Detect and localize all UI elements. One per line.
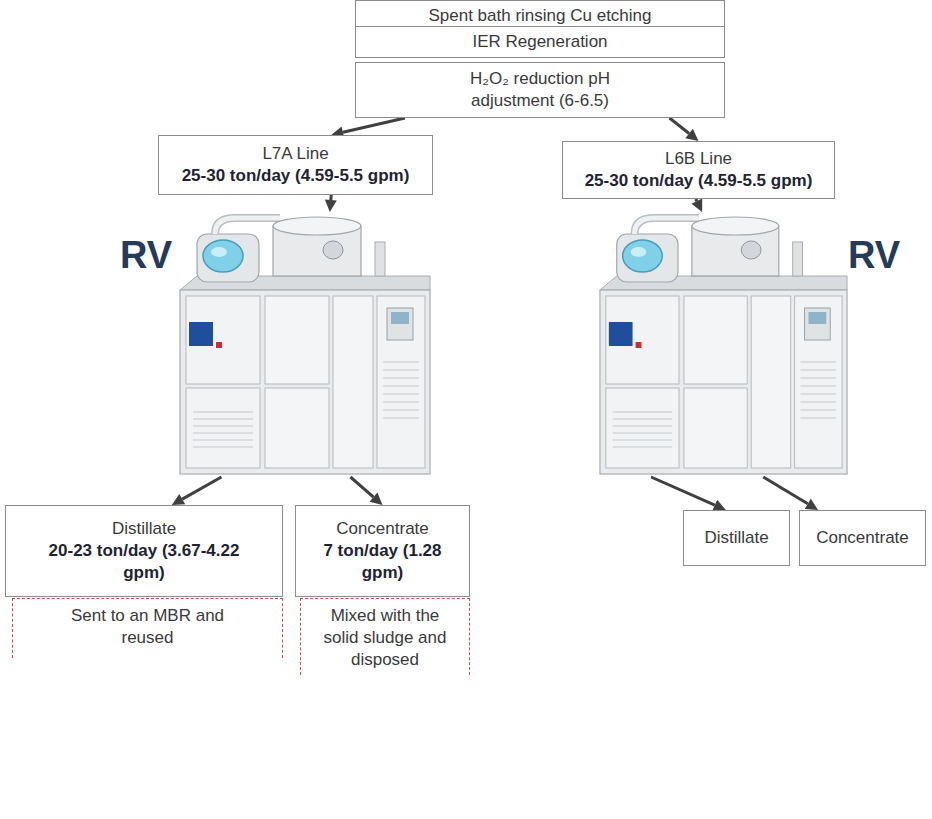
node-text: Sent to an MBR and reused xyxy=(53,605,242,649)
rv-unit: RV xyxy=(595,212,850,477)
node-text: L7A Line xyxy=(262,143,328,165)
node-text: Mixed with the solid sludge and disposed xyxy=(313,605,457,671)
process-box: IER Regeneration xyxy=(355,26,725,58)
flow-arrow xyxy=(325,195,337,212)
line-box: L7A Line25-30 ton/day (4.59-5.5 gpm) xyxy=(158,135,433,195)
note-box: Mixed with the solid sludge and disposed xyxy=(300,598,470,675)
flow-arrow xyxy=(691,199,702,212)
note-box: Sent to an MBR and reused xyxy=(12,598,283,658)
process-box: H₂O₂ reduction pH adjustment (6-6.5) xyxy=(355,62,725,118)
evaporator-illustration xyxy=(175,212,433,477)
node-subtext: 20-23 ton/day (3.67-4.22 gpm) xyxy=(46,540,242,584)
node-subtext: 25-30 ton/day (4.59-5.5 gpm) xyxy=(585,170,813,192)
unit-label: RV xyxy=(120,236,172,274)
line-box: L6B Line25-30 ton/day (4.59-5.5 gpm) xyxy=(562,141,835,199)
node-text: Distillate xyxy=(704,527,768,549)
rv-unit: RV xyxy=(175,212,433,477)
output-box: Distillate20-23 ton/day (3.67-4.22 gpm) xyxy=(5,505,283,597)
node-text: H₂O₂ reduction pH adjustment (6-6.5) xyxy=(446,68,634,112)
evaporator-illustration xyxy=(595,212,850,477)
node-text: Distillate xyxy=(112,518,176,540)
flow-arrow xyxy=(670,118,699,141)
flow-arrow xyxy=(651,477,726,511)
node-text: IER Regeneration xyxy=(472,31,607,53)
node-text: L6B Line xyxy=(665,148,732,170)
node-text: Spent bath rinsing Cu etching xyxy=(428,5,651,27)
output-box: Concentrate xyxy=(799,510,926,566)
node-subtext: 7 ton/day (1.28 gpm) xyxy=(316,540,449,584)
unit-label: RV xyxy=(848,236,900,274)
flow-arrow xyxy=(763,477,818,510)
node-text: Concentrate xyxy=(336,518,429,540)
node-text: Concentrate xyxy=(816,527,909,549)
output-box: Concentrate7 ton/day (1.28 gpm) xyxy=(295,505,470,597)
node-subtext: 25-30 ton/day (4.59-5.5 gpm) xyxy=(182,165,410,187)
output-box: Distillate xyxy=(683,510,790,566)
flow-arrow xyxy=(172,477,222,505)
flow-arrow xyxy=(350,477,382,505)
